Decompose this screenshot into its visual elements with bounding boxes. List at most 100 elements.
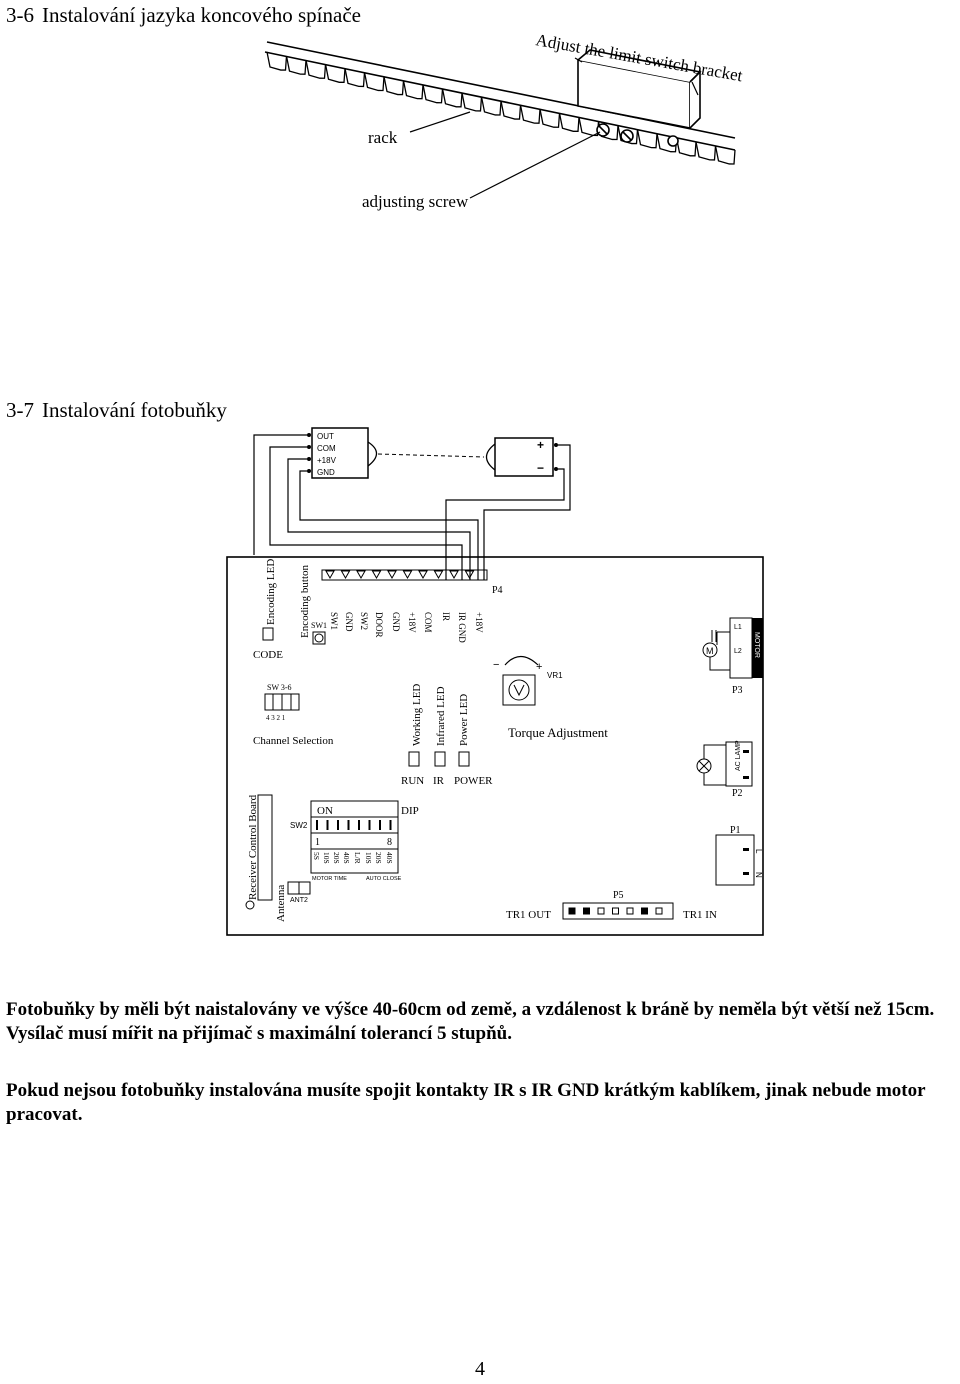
rack-tooth [636,129,658,149]
p5-pin [583,907,590,915]
rack-tooth [305,60,327,79]
p5-connector [562,902,674,920]
photocell-receiver: OUT COM +18V GND [307,427,378,479]
paragraph-placement: Fotobuňky by měli být naistalovány ve vý… [6,999,935,1044]
tr1-in-label: TR1 IN [683,909,717,921]
lamp-terminal: AC LAMP P2 [696,740,753,799]
rack-tooth [714,145,736,165]
p4-term: IR [441,612,451,621]
power-led [458,751,470,767]
dip-one: 1 [315,837,320,848]
ac-20s: 20S [374,852,383,864]
rack-leader [409,111,471,133]
rack-tooth [539,109,561,128]
p4-pin [387,570,397,580]
p4-pin [371,570,382,580]
section-title: Instalování jazyka koncového spínače [42,3,361,27]
ac-10s: 10S [364,852,373,864]
adjust-leader-2 [691,81,699,96]
p5-pin [612,907,619,915]
pot-minus: − [493,659,499,671]
motor-time-label: MOTOR TIME [312,876,347,882]
rack-tooth [383,76,405,96]
sw36-numbers: 4 3 2 1 [266,714,286,722]
p4-pin [325,570,335,580]
ac-lamp-label: AC LAMP [735,740,742,771]
dip-lever [347,820,350,830]
dip-lever [316,820,318,830]
power-terminal: P1 L N [715,825,763,886]
encoding-button-label: Encoding button [299,564,311,638]
wiring-diagram: OUT COM +18V GND + − Encoding LED CODE E… [226,427,764,936]
motor-terminal: M L1 L2 MOTOR P3 [702,617,763,696]
p5-pins [568,907,663,915]
section-heading-3-6: 3-6 Instalování jazyka koncového spínače [6,3,361,28]
mount-hole [245,900,255,910]
p4-term: +18V [474,612,484,633]
rack-tooth [519,104,541,124]
dip-levers [316,820,392,830]
encoding-button [312,631,326,645]
section-title: Instalování fotobuňky [42,398,227,422]
sw1-label: SW1 [311,621,327,630]
power-label: POWER [454,775,493,787]
photocell-transmitter: + − [485,437,558,477]
rack-tooth [344,68,366,88]
limit-switch-bracket [577,49,702,147]
pin-out: OUT [317,432,334,441]
vr1-label: VR1 [547,671,563,680]
rack-tooth [617,125,639,145]
p4-term: SW2 [359,612,369,630]
lr-label: L/R [353,852,362,864]
control-board [226,556,764,936]
mt-20s: 20S [332,852,341,864]
paragraph-ir-jumper: Pokud nejsou fotobuňky instalována musít… [6,1080,926,1125]
rack-tooth [324,64,346,83]
antenna-label: Antenna [275,885,287,922]
torque-label: Torque Adjustment [508,725,608,740]
pot-plus: + [536,661,542,673]
p4-pin [402,570,413,580]
dip-lever [337,820,339,830]
run-led [408,751,420,767]
ir-led [434,751,446,767]
ant2-label: ANT2 [290,897,308,904]
p5-pin [597,907,605,915]
rack-tooth [695,141,717,161]
power-led-label: Power LED [458,694,470,746]
p4-term: SW1 [329,612,339,630]
rack-tooth [441,88,463,108]
p4-term: +18V [407,612,417,633]
p4-pin [433,570,444,580]
ac-40s: 40S [385,852,394,864]
rack-tooth [285,55,307,75]
mt-40s: 40S [342,852,351,864]
plus-sign: + [537,438,544,452]
auto-close-label: AUTO CLOSE [366,876,402,882]
p4-label: P4 [492,585,503,596]
rack-tooth [461,92,483,112]
on-label: ON [317,805,333,817]
encoding-led [262,627,274,641]
l-label: L [754,849,763,854]
p5-pin [641,907,648,915]
p4-terminal-labels: SW1 GND SW2 DOOR GND +18V COM IR IR GND … [329,612,484,643]
rack-tooth [558,113,580,132]
rack-tooth [363,72,385,92]
dip-option-labels: 5S 10S 20S 40S L/R 10S 20S 40S [312,852,394,864]
dip-eight: 8 [387,837,392,848]
p3-label: P3 [732,685,743,696]
l2-label: L2 [734,648,742,655]
minus-sign: − [537,461,544,475]
working-led-label: Working LED [411,684,423,746]
dip-lever [368,820,371,830]
p5-label: P5 [613,890,624,901]
section-number: 3-6 [6,3,34,27]
run-label: RUN [401,775,424,787]
sw2-label: SW2 [290,821,308,830]
p4-terminal [321,569,488,581]
wires [253,434,571,580]
screw-leader [469,131,601,199]
limit-switch-diagram: Adjust the limit switch bracket rack adj… [264,30,744,211]
rack-tooth [480,96,502,116]
